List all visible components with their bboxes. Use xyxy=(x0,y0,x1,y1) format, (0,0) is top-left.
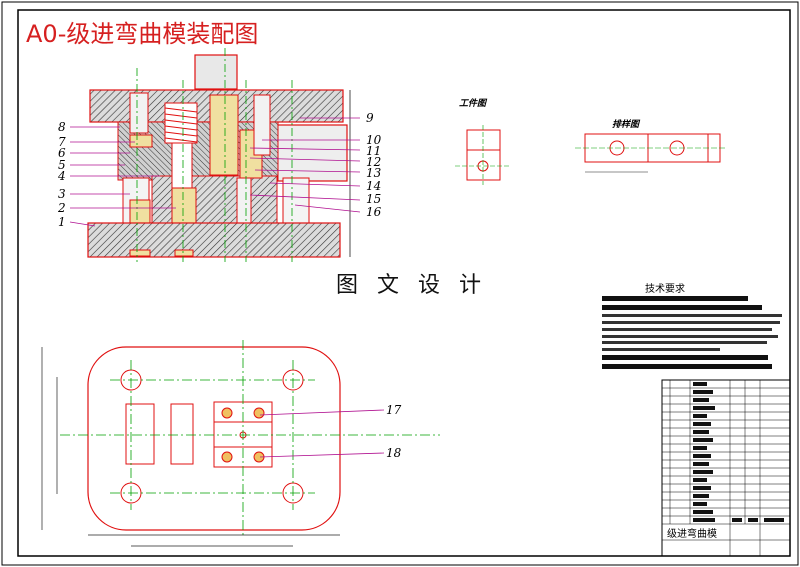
strip-layout-label: 排样图 xyxy=(612,119,641,130)
part-number-6: 6 xyxy=(58,146,66,160)
part-number-15: 15 xyxy=(366,192,381,206)
part-number-9: 9 xyxy=(366,111,374,125)
part-number-3: 3 xyxy=(58,187,66,201)
watermark-text: 图 文 设 计 xyxy=(336,273,487,298)
part-number-16: 16 xyxy=(366,205,382,219)
plan-view: 17 18 xyxy=(41,340,440,547)
drawing-title: A0-级进弯曲模装配图 xyxy=(26,20,258,48)
part-numbers-left: 8 7 6 5 4 3 2 1 xyxy=(57,120,66,229)
part-number-13: 13 xyxy=(366,166,382,180)
part-number-1: 1 xyxy=(58,215,66,229)
technical-requirements: 技术要求 xyxy=(602,282,782,369)
tech-requirements-title: 技术要求 xyxy=(645,282,685,295)
part-number-17: 17 xyxy=(386,403,402,417)
front-section-view xyxy=(87,48,351,262)
part-numbers-right: 9 10 11 12 13 14 15 16 xyxy=(366,111,382,219)
sheet-border-inner xyxy=(17,9,791,557)
part-number-11: 11 xyxy=(366,144,381,158)
part-number-8: 8 xyxy=(58,120,66,134)
part-number-4: 4 xyxy=(57,169,66,183)
titleblock-drawing-name: 级进弯曲模 xyxy=(667,527,717,540)
leader-lines-right xyxy=(249,117,361,213)
part-number-10: 10 xyxy=(366,133,382,147)
workpiece-view-label: 工件图 xyxy=(459,98,488,109)
leader-lines-left xyxy=(69,126,176,227)
part-number-2: 2 xyxy=(57,201,66,215)
workpiece-view: 工件图 xyxy=(455,98,510,185)
part-number-18: 18 xyxy=(386,446,402,460)
part-number-12: 12 xyxy=(366,155,381,169)
strip-layout-view: 排样图 xyxy=(575,119,725,173)
part-number-7: 7 xyxy=(58,135,66,149)
title-block: 级进弯曲模 xyxy=(661,379,791,557)
part-number-14: 14 xyxy=(366,179,381,193)
part-number-5: 5 xyxy=(58,158,66,172)
